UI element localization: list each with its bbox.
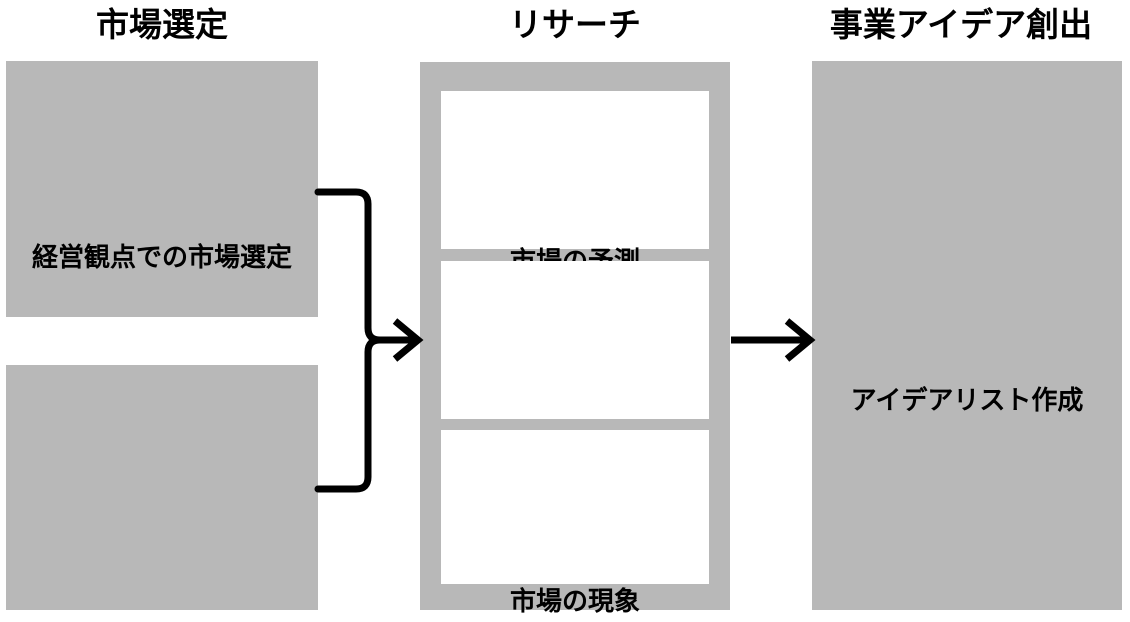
merge-arrow-connector bbox=[314, 188, 424, 493]
column-heading-research: リサーチ bbox=[509, 5, 641, 44]
box-market-phenomena: 市場の現象 bbox=[441, 261, 709, 617]
merge-arrowhead-icon bbox=[392, 318, 424, 362]
box-market-results: 市場の結果 bbox=[441, 430, 709, 584]
column-heading-idea-generation: 事業アイデア創出 bbox=[829, 5, 1093, 44]
box-label-idea-list: アイデアリスト作成 bbox=[850, 386, 1084, 416]
box-idea-list: アイデアリスト作成 bbox=[812, 61, 1122, 610]
box-label-market-phenomena: 市場の現象 bbox=[509, 587, 640, 617]
box-technology-view: 技術起点での市場選定 bbox=[6, 365, 318, 610]
straight-arrowhead-icon bbox=[784, 318, 816, 362]
column-heading-market-selection: 市場選定 bbox=[96, 5, 228, 44]
box-market-forecast: 市場の予測 bbox=[441, 91, 709, 277]
research-to-idea-arrow-connector bbox=[731, 318, 816, 362]
box-management-view: 経営観点での市場選定 bbox=[6, 61, 318, 317]
box-label-management-view: 経営観点での市場選定 bbox=[31, 243, 292, 273]
